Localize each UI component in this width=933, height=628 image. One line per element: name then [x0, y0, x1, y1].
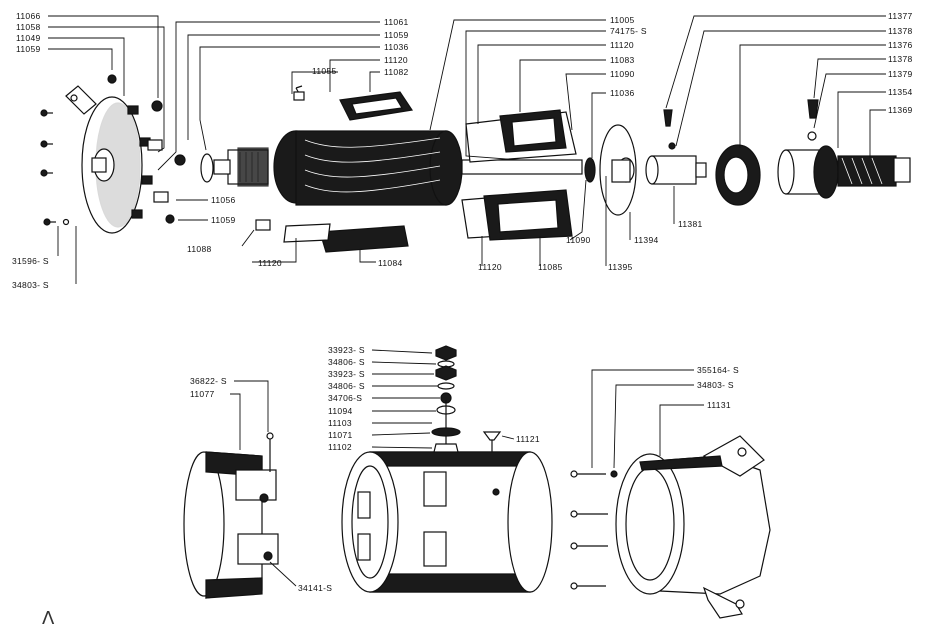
through-bolts: [570, 470, 618, 590]
label-11055: 11055: [312, 66, 337, 76]
label-34141-s: 34141-S: [298, 583, 332, 593]
brush-springs: [107, 74, 214, 224]
label-33923-s-b: 33923- S: [328, 369, 365, 379]
small-screws-left: [40, 109, 70, 226]
label-11061: 11061: [384, 17, 409, 27]
label-11120-right: 11120: [610, 40, 634, 50]
terminal-screw-11121: [482, 431, 502, 452]
thrust-washers: [584, 124, 637, 216]
label-11005: 11005: [610, 15, 635, 25]
label-11090-bottom: 11090: [566, 235, 591, 245]
label-11120-center: 11120: [478, 262, 502, 272]
field-coil-11082: [293, 85, 414, 121]
label-11066: 11066: [16, 11, 41, 21]
label-11071: 11071: [328, 430, 353, 440]
armature: [213, 130, 583, 206]
drive-end-housing: [615, 435, 771, 619]
part-number-labels: 11066 11058 11049 11059 11061 11059 1103…: [12, 11, 913, 593]
label-34806-s-a: 34806- S: [328, 357, 365, 367]
label-11354: 11354: [888, 87, 913, 97]
label-11056: 11056: [211, 195, 236, 205]
field-coil-11083: [465, 109, 577, 163]
corner-mark: Λ: [42, 608, 55, 628]
label-355164-s: 355164- S: [697, 365, 739, 375]
label-11378-b: 11378: [888, 54, 913, 64]
label-11049: 11049: [16, 33, 41, 43]
cover-band: [183, 451, 279, 599]
leader-lines: [48, 15, 886, 587]
label-11036-top: 11036: [384, 42, 409, 52]
label-11058: 11058: [16, 22, 41, 32]
label-11394: 11394: [634, 235, 659, 245]
label-11094: 11094: [328, 406, 353, 416]
label-74175-s: 74175- S: [610, 26, 647, 36]
label-11084: 11084: [378, 258, 403, 268]
label-36822-s: 36822- S: [190, 376, 227, 386]
label-34803-s-bottom: 34803- S: [697, 380, 734, 390]
label-11121: 11121: [516, 434, 540, 444]
label-11120-top: 11120: [384, 55, 408, 65]
label-34806-s-b: 34806- S: [328, 381, 365, 391]
label-11059-left: 11059: [16, 44, 41, 54]
label-11377: 11377: [888, 11, 913, 21]
label-34706-s: 34706-S: [328, 393, 362, 403]
label-11036-right: 11036: [610, 88, 635, 98]
field-frame-housing: [341, 451, 553, 593]
field-coil-11084: [255, 219, 409, 253]
terminal-stack: [431, 345, 461, 453]
label-11381: 11381: [678, 219, 703, 229]
label-11082: 11082: [384, 67, 409, 77]
label-11077: 11077: [190, 389, 215, 399]
label-11083: 11083: [610, 55, 635, 65]
label-31596-s: 31596- S: [12, 256, 49, 266]
field-coil-11085: [461, 189, 573, 241]
commutator-end-plate: [65, 85, 169, 234]
bendix-drive: [645, 99, 911, 206]
label-11376: 11376: [888, 40, 913, 50]
label-11102: 11102: [328, 442, 352, 452]
label-11090-top: 11090: [610, 69, 635, 79]
label-11085: 11085: [538, 262, 563, 272]
cover-band-screw: [266, 432, 274, 472]
label-11120-bottom: 11120: [258, 258, 282, 268]
label-11088: 11088: [187, 244, 212, 254]
label-11378-a: 11378: [888, 26, 913, 36]
label-11131: 11131: [707, 400, 731, 410]
label-34803-s-top: 34803- S: [12, 280, 49, 290]
label-33923-s-a: 33923- S: [328, 345, 365, 355]
label-11059-top: 11059: [384, 30, 409, 40]
label-11379: 11379: [888, 69, 913, 79]
label-11369: 11369: [888, 105, 913, 115]
label-11103: 11103: [328, 418, 352, 428]
label-11059-mid: 11059: [211, 215, 236, 225]
label-11395: 11395: [608, 262, 633, 272]
